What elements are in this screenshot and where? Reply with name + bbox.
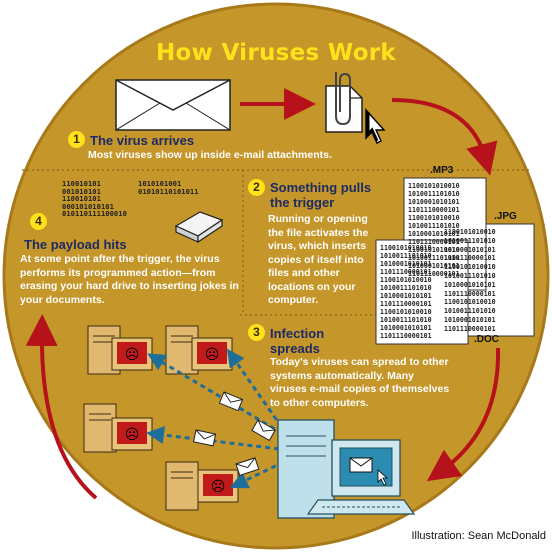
computer-tower-icon xyxy=(277,419,416,519)
computer-tower-icon: ☹ xyxy=(87,325,153,375)
infected-monitor-icon xyxy=(203,474,233,496)
eraser-icon xyxy=(174,211,224,244)
step-4-body: At some point after the trigger, the vir… xyxy=(20,253,239,306)
flow-arrow xyxy=(25,314,98,500)
step-3-body: Today's viruses can spread to other syst… xyxy=(270,356,450,409)
envelope-icon xyxy=(115,79,231,131)
flow-arrow xyxy=(391,98,498,176)
step-number-2: 2 xyxy=(248,179,265,196)
step-3-heading: Infection spreads xyxy=(270,326,325,356)
svg-text:☹: ☹ xyxy=(205,347,220,363)
svg-text:☹: ☹ xyxy=(125,427,140,443)
infected-monitor-icon xyxy=(117,422,147,444)
file-label-jpg: .JPG xyxy=(494,211,517,222)
step-number-4: 4 xyxy=(30,213,47,230)
svg-text:☹: ☹ xyxy=(125,347,140,363)
payload-binary-red: 1010101001 01010110101011 xyxy=(138,179,199,196)
flow-arrow xyxy=(426,347,501,482)
file-label-mp3: .MP3 xyxy=(430,165,454,176)
step-1-body: Most viruses show up inside e-mail attac… xyxy=(88,149,332,161)
step-1-heading: The virus arrives xyxy=(90,133,195,148)
payload-binary-black: 110010101 001010101 110010101 0001010101… xyxy=(62,179,127,219)
infected-monitor-icon xyxy=(117,342,147,364)
doc-binary-mp3: 1100101010010 1010011101010 101000101010… xyxy=(408,182,460,278)
computer-tower-icon: ☹ xyxy=(83,403,153,453)
step-number-1: 1 xyxy=(68,131,85,148)
doc-binary-doc: 1100101010010 1010011101010 101000101010… xyxy=(380,244,432,340)
step-number-3: 3 xyxy=(248,324,265,341)
page-title: How Viruses Work xyxy=(155,40,397,66)
attachment-paperclip-icon xyxy=(325,72,363,133)
illustration-credit: Illustration: Sean McDonald xyxy=(411,530,546,542)
step-2-heading: Something pulls the trigger xyxy=(270,180,372,210)
document-stack xyxy=(375,177,535,345)
doc-binary-jpg: 1100101010010 1010011101010 101000101010… xyxy=(444,228,496,333)
svg-text:☹: ☹ xyxy=(211,479,226,495)
mouse-cursor-icon xyxy=(365,108,386,144)
step-2-body: Running or opening the file activates th… xyxy=(268,213,369,306)
file-label-doc: .DOC xyxy=(474,334,499,345)
infected-monitor-icon xyxy=(197,342,227,364)
email-envelope-icon xyxy=(192,391,277,477)
step-4-heading: The payload hits xyxy=(24,237,127,252)
